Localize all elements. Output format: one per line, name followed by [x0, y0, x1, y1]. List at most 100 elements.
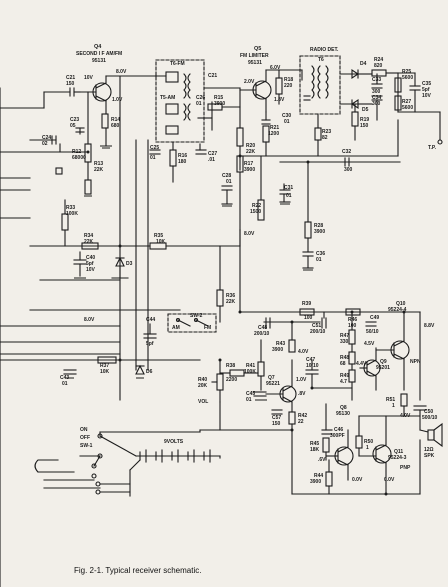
label-r33-value: 100K — [66, 211, 78, 217]
label-r42-value: 22 — [298, 419, 304, 425]
label-r33: R33 — [66, 205, 76, 211]
label-c35: C35 — [422, 81, 432, 87]
label-c43-value: 01 — [62, 381, 68, 387]
label-v10b: 1.0V — [112, 97, 123, 103]
label-sw2: SW-2 — [190, 313, 203, 319]
label-v80: 8.0V — [116, 69, 127, 75]
label-c23-value: 05 — [70, 123, 76, 129]
label-r35-value: 10K — [156, 239, 166, 245]
label-r19: R19 — [360, 117, 370, 123]
label-r47: R47 — [340, 333, 350, 339]
label-r17: R17 — [244, 161, 254, 167]
label-c51: C51 — [312, 323, 322, 329]
label-fm: FM — [204, 325, 212, 331]
label-q4-desc: SECOND I F AM/FM — [76, 51, 123, 57]
label-r14: R14 — [111, 117, 121, 123]
label-c45-value: 01 — [246, 397, 252, 403]
label-battery: 9VOLTS — [164, 439, 184, 445]
label-c23: C23 — [70, 117, 80, 123]
label-t6fm: T6-FM — [170, 61, 185, 67]
label-npn: NPN — [410, 359, 421, 365]
label-c47-value: 10/10 — [306, 363, 319, 369]
label-r37: R37 — [100, 363, 110, 369]
label-c27: C27 — [208, 151, 218, 157]
label-v00: 0.0V — [352, 477, 363, 483]
label-v20: 2.0V — [244, 79, 255, 85]
label-q11: Q11 — [394, 449, 404, 455]
label-r49: R49 — [340, 373, 350, 379]
label-r36-value: 22K — [226, 299, 236, 305]
label-c21-value: 150 — [66, 81, 75, 87]
label-r15: R15 — [214, 95, 224, 101]
label-c34: C34 — [372, 95, 382, 101]
label-r13: R13 — [94, 161, 104, 167]
label-r42: R42 — [298, 413, 308, 419]
label-q4: Q4 — [94, 44, 102, 50]
label-sw1-on: ON — [80, 427, 88, 433]
label-r50-value: 1 — [366, 445, 369, 451]
label-r21: R21 — [270, 125, 280, 131]
label-v18: 1.8V — [274, 97, 285, 103]
label-q8: Q8 — [340, 405, 347, 411]
label-r51-value: 1 — [392, 403, 395, 409]
label-q10: Q10 — [396, 301, 406, 307]
label-v8: .8V — [298, 391, 306, 397]
label-pnp: PNP — [400, 465, 411, 471]
label-c33: C33 — [372, 77, 382, 83]
label-sw1-off: OFF — [80, 435, 90, 441]
label-c32-value: 300 — [344, 167, 353, 173]
label-q5-part: 95131 — [248, 60, 262, 66]
label-r45-value: 18K — [310, 447, 320, 453]
label-c33-value: 300 — [372, 89, 381, 95]
label-r25: R25 — [402, 69, 412, 75]
label-c48-value: 200/10 — [254, 331, 270, 337]
label-d3: D3 — [126, 261, 133, 267]
label-r39: R39 — [302, 301, 312, 307]
label-r12: R12 — [72, 149, 82, 155]
label-r24: R24 — [374, 57, 384, 63]
label-speaker-impedance: 12Ω — [424, 447, 434, 453]
label-c28-value: 01 — [226, 179, 232, 185]
label-c26-value: 01 — [196, 101, 202, 107]
label-v10: 10V — [84, 75, 93, 81]
label-q10-part: 95224-4 — [388, 307, 407, 313]
label-r48: R48 — [340, 355, 350, 361]
label-r34: R34 — [84, 233, 94, 239]
label-c32: C32 — [342, 149, 352, 155]
label-c46-value: 300PF — [330, 433, 345, 439]
label-c25-value: 01 — [150, 155, 156, 161]
label-r21-value: 1200 — [268, 131, 280, 137]
label-r28: R28 — [314, 223, 324, 229]
label-v88: 8.8V — [424, 323, 435, 329]
label-v60: 6.0V — [270, 65, 281, 71]
label-c57: C57 — [272, 415, 282, 421]
label-r49-value: 4.7 — [340, 379, 347, 385]
label-c50: C50 — [424, 409, 434, 415]
label-c35-value: 5pf — [422, 87, 430, 93]
label-v40b: 4.0V — [400, 413, 411, 419]
label-c49-value: 50/10 — [366, 329, 379, 335]
label-r50: R50 — [364, 439, 374, 445]
label-r37-value: 10K — [100, 369, 110, 375]
label-c48: C48 — [258, 325, 268, 331]
label-c44: C44 — [146, 317, 156, 323]
label-q5-desc: FM LIMITER — [240, 53, 269, 59]
label-d4: D4 — [360, 61, 367, 67]
label-c21b: C21 — [208, 73, 218, 79]
label-r16-value: 180 — [178, 159, 187, 165]
label-r28-value: 3900 — [314, 229, 326, 235]
label-c27-value: .01 — [208, 157, 215, 163]
label-c40: C40 — [86, 255, 96, 261]
label-speaker: SPK — [424, 453, 435, 459]
label-r16: R16 — [178, 153, 188, 159]
label-r51: R51 — [386, 397, 396, 403]
label-q9: Q9 — [380, 359, 387, 365]
label-r43-value: 3900 — [272, 347, 284, 353]
label-r40: R40 — [198, 377, 208, 383]
label-c36-value: 01 — [316, 257, 322, 263]
label-c25: C25 — [150, 145, 160, 151]
label-r13-value: 22K — [94, 167, 104, 173]
label-c35-volt: 10V — [422, 93, 431, 99]
label-r23-value: 82 — [322, 135, 328, 141]
